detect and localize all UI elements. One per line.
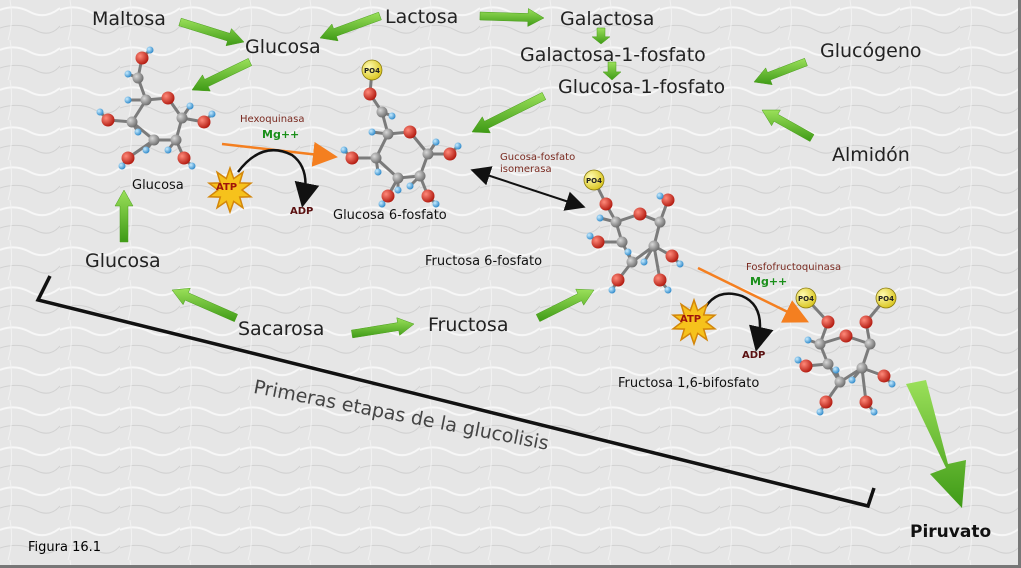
isomerasa-label-2: isomerasa [500, 164, 552, 175]
green-arrow-icon [178, 17, 245, 47]
adp-label-2: ADP [742, 350, 766, 361]
fructosa-16-bifosfato-molecule: PO4 PO4 [794, 287, 897, 416]
green-arrow-icon [761, 109, 815, 142]
green-arrow-icon [591, 27, 611, 45]
green-arrow-icon [471, 92, 547, 134]
hexoquinasa-label: Hexoquinasa [240, 114, 305, 125]
fosfofructoquinasa-arrow [697, 266, 809, 323]
glucosa-top-label: Glucosa [245, 36, 321, 58]
lactosa-label: Lactosa [385, 6, 459, 28]
svg-text:PO4: PO4 [364, 67, 380, 75]
green-arrows [114, 8, 815, 339]
glucosa-1-fosfato-label: Glucosa-1-fosfato [558, 76, 726, 98]
fosfofructoquinasa-label: Fosfofructoquinasa [746, 262, 842, 273]
galactosa-label: Galactosa [560, 8, 655, 30]
fructosa-6-fosfato-label: Fructosa 6-fosfato [425, 254, 543, 269]
atp-label-2: ATP [680, 314, 702, 325]
glucosa-left-label: Glucosa [85, 250, 161, 272]
green-arrow-icon [479, 8, 545, 27]
adp-label-1: ADP [290, 206, 314, 217]
figure-caption: Figura 16.1 [28, 540, 102, 555]
glucosa-molecule [96, 46, 216, 170]
green-arrow-icon [319, 11, 382, 42]
sacarosa-label: Sacarosa [238, 318, 325, 340]
glucosa-6-fosfato-label: Glucosa 6-fosfato [333, 208, 447, 223]
mg-label-1: Mg++ [262, 128, 300, 141]
atp-star-icon [206, 165, 254, 215]
piruvato-label: Piruvato [910, 522, 992, 542]
svg-text:PO4: PO4 [878, 295, 894, 303]
glucosa-molecule-label: Glucosa [132, 178, 184, 193]
green-arrow-icon [191, 58, 253, 92]
almidon-label: Almidón [832, 144, 910, 166]
green-arrow-icon [753, 57, 808, 86]
galactosa-1-fosfato-label: Galactosa-1-fosfato [520, 44, 706, 66]
mg-label-2: Mg++ [750, 275, 788, 288]
green-arrow-icon [535, 288, 595, 322]
fructosa-label: Fructosa [428, 314, 509, 336]
atp-label-1: ATP [216, 182, 238, 193]
fructosa-6-fosfato-molecule: PO4 [583, 169, 684, 294]
atp-adp-arrow-1 [237, 148, 320, 208]
green-arrow-icon [171, 287, 238, 323]
svg-text:PO4: PO4 [798, 295, 814, 303]
bracket [35, 275, 876, 509]
isomerasa-arrow [470, 166, 586, 211]
svg-text:PO4: PO4 [586, 177, 602, 185]
isomerasa-label-1: Gucosa-fosfato [500, 152, 576, 163]
green-arrow-icon [602, 61, 622, 81]
green-arrow-icon [114, 189, 134, 243]
glucogeno-label: Glucógeno [820, 40, 922, 62]
maltosa-label: Maltosa [92, 8, 166, 30]
atp-adp-arrow-2 [698, 292, 774, 352]
green-arrow-icon [351, 317, 415, 339]
glucosa-6-fosfato-molecule: PO4 [340, 59, 462, 208]
piruvato-arrow [906, 380, 966, 508]
fructosa-16-bifosfato-label: Fructosa 1,6-bifosfato [618, 376, 760, 391]
atp-star-icon [670, 297, 718, 347]
